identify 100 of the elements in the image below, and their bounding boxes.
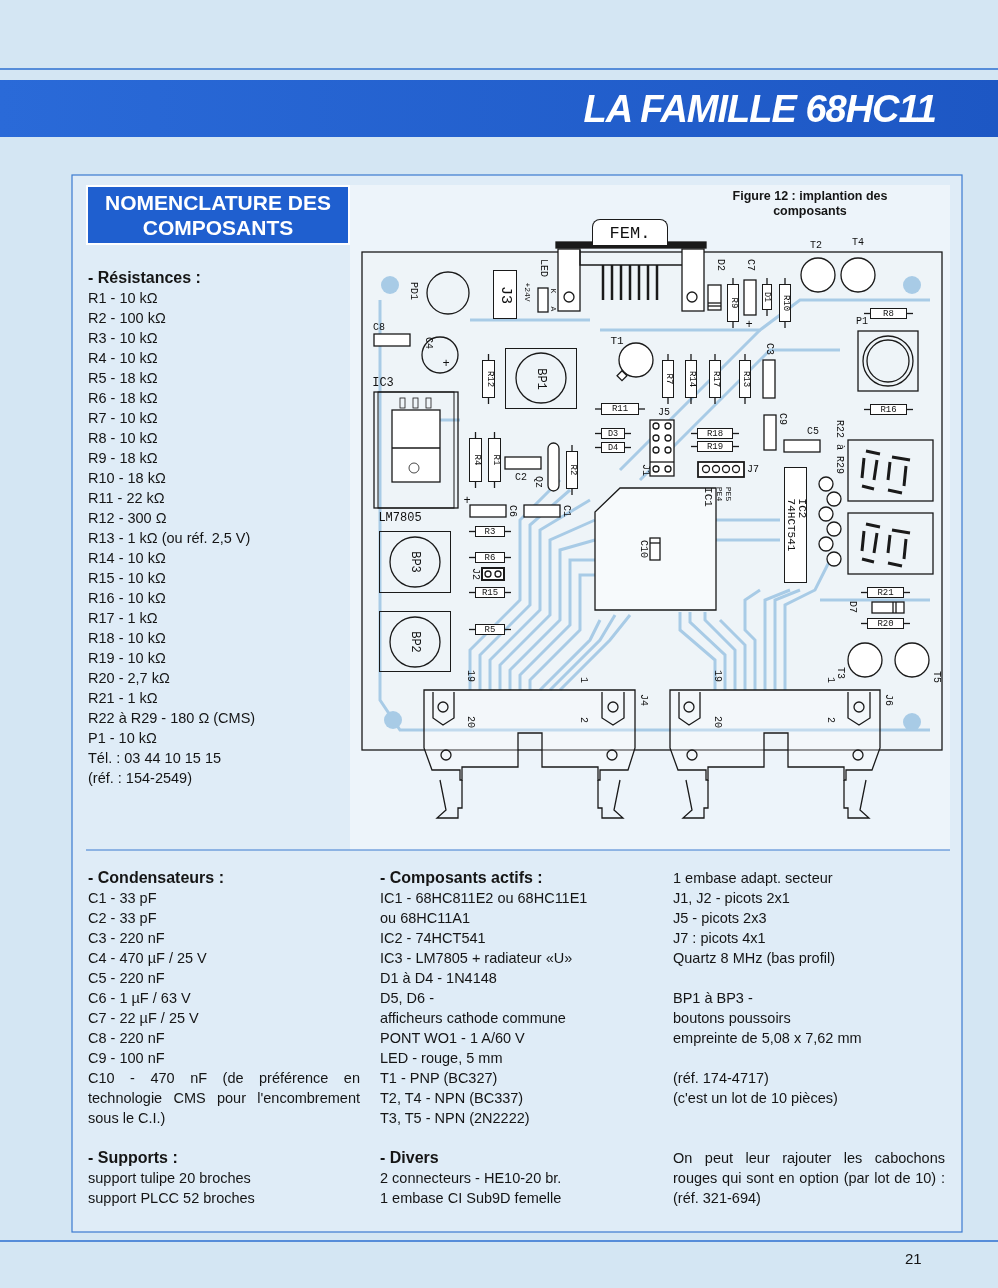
parts-list-item: R19 - 10 kΩ	[88, 649, 166, 668]
parts-list-item: P1 - 10 kΩ	[88, 729, 157, 748]
parts-list-item: R18 - 10 kΩ	[88, 629, 166, 648]
resistor-symbol: R13	[739, 360, 751, 398]
resistor-symbol: R1	[488, 438, 501, 482]
component-label: 2	[578, 717, 588, 723]
component-label: C7	[745, 259, 755, 271]
parts-list-item: R9 - 18 kΩ	[88, 449, 158, 468]
component-label: C10	[638, 540, 648, 558]
component-label: R22 à R29	[834, 420, 844, 474]
component-label: C8	[373, 323, 385, 333]
jumper-block: J3	[493, 270, 517, 319]
chip-label: 74HCT541	[784, 498, 796, 552]
parts-list-item: IC1 - 68HC811E2 ou 68HC11E1	[380, 889, 588, 908]
parts-list-item: D1 à D4 - 1N4148	[380, 969, 497, 988]
parts-list-item: support tulipe 20 broches	[88, 1169, 251, 1188]
component-label: 1	[825, 677, 835, 683]
figure-caption: Figure 12 : implantion des composants	[731, 189, 889, 219]
resistor-symbol: R6	[475, 552, 505, 563]
component-label: J6	[883, 694, 893, 706]
heading-box: NOMENCLATURE DES COMPOSANTS	[86, 185, 350, 245]
component-label: IC3	[372, 377, 394, 389]
component-label: J2	[470, 568, 480, 580]
push-button-symbol: BP3	[379, 531, 451, 593]
resistor-symbol: R10	[779, 284, 791, 322]
component-label: T3	[835, 667, 845, 679]
parts-list-item: J7 : picots 4x1	[673, 929, 766, 948]
section-heading: - Composants actifs :	[380, 868, 543, 888]
component-label: T5	[931, 671, 941, 683]
parts-list-item: C9 - 100 nF	[88, 1049, 165, 1068]
parts-list-item: T1 - PNP (BC327)	[380, 1069, 498, 1088]
parts-list-item: R8 - 10 kΩ	[88, 429, 158, 448]
parts-list-item: C4 - 470 µF / 25 V	[88, 949, 207, 968]
parts-list-item: R6 - 18 kΩ	[88, 389, 158, 408]
resistor-symbol: R15	[475, 587, 505, 598]
component-label: C5	[807, 427, 819, 437]
parts-list-item: afficheurs cathode commune	[380, 1009, 566, 1028]
parts-list-item: ou 68HC11A1	[380, 909, 471, 928]
parts-list-item: C6 - 1 µF / 63 V	[88, 989, 191, 1008]
parts-list-item: Tél. : 03 44 10 15 15	[88, 749, 221, 768]
parts-list-item: R15 - 10 kΩ	[88, 569, 166, 588]
resistor-symbol: R7	[662, 360, 674, 398]
parts-list-item: R11 - 22 kΩ	[88, 489, 165, 508]
parts-list-item: R16 - 10 kΩ	[88, 589, 166, 608]
parts-list-item: support PLCC 52 broches	[88, 1189, 255, 1208]
parts-list-item: (c'est un lot de 10 pièces)	[673, 1089, 838, 1108]
parts-list-item: R1 - 10 kΩ	[88, 289, 158, 308]
component-label: J7	[747, 465, 759, 475]
parts-list-item: C1 - 33 pF	[88, 889, 157, 908]
resistor-symbol: R4	[469, 438, 482, 482]
diode-symbol: D4	[601, 442, 625, 453]
diode-symbol: D3	[601, 428, 625, 439]
parts-list-item: J1, J2 - picots 2x1	[673, 889, 790, 908]
page-title: LA FAMILLE 68HC11	[583, 87, 936, 131]
component-label: D7	[847, 601, 857, 613]
parts-list-item: R4 - 10 kΩ	[88, 349, 158, 368]
section-heading: - Supports :	[88, 1148, 178, 1168]
resistor-symbol: R20	[867, 618, 904, 629]
parts-list-item: C7 - 22 µF / 25 V	[88, 1009, 199, 1028]
component-label: C1	[561, 505, 571, 517]
component-label: C6	[507, 505, 517, 517]
parts-list-item: empreinte de 5,08 x 7,62 mm	[673, 1029, 862, 1048]
parts-list-item: R21 - 1 kΩ	[88, 689, 158, 708]
component-label: PD1	[408, 282, 418, 300]
parts-list-item: R12 - 300 Ω	[88, 509, 167, 528]
connector-label-box: FEM.	[592, 219, 668, 245]
ic-chip	[784, 467, 807, 583]
component-label: J5	[658, 408, 670, 418]
parts-list-item: Quartz 8 MHz (bas profil)	[673, 949, 835, 968]
component-label: C2	[515, 473, 527, 483]
component-label: 20	[712, 716, 722, 728]
parts-list-item: LED - rouge, 5 mm	[380, 1049, 503, 1068]
parts-list-item: T2, T4 - NPN (BC337)	[380, 1089, 524, 1108]
push-button-symbol: BP2	[379, 611, 451, 672]
resistor-symbol: R3	[475, 526, 505, 537]
push-button-symbol: BP1	[505, 348, 577, 409]
parts-list-item: IC2 - 74HCT541	[380, 929, 486, 948]
component-label: C3	[764, 343, 774, 355]
parts-list-item: On peut leur rajouter les cabochons rouges qui sont en option (par lot de 10) : (réf. 321-694)	[673, 1149, 945, 1208]
component-label: C9	[777, 413, 787, 425]
component-label: J4	[638, 694, 648, 706]
component-label: PE5	[724, 486, 732, 502]
parts-list-item: R13 - 1 kΩ (ou réf. 2,5 V)	[88, 529, 251, 548]
parts-list-item: D5, D6 -	[380, 989, 434, 1008]
component-label: 20	[465, 716, 475, 728]
component-label: D2	[715, 259, 725, 271]
parts-list-item: boutons poussoirs	[673, 1009, 791, 1028]
parts-list-item: R17 - 1 kΩ	[88, 609, 158, 628]
component-label: K	[549, 288, 557, 294]
resistor-symbol: R14	[685, 360, 697, 398]
resistor-symbol: R2	[566, 451, 578, 489]
component-label: T2	[810, 241, 822, 251]
component-label: +	[442, 358, 450, 370]
parts-list-item: BP1 à BP3 -	[673, 989, 753, 1008]
component-label: 19	[465, 670, 475, 682]
component-label: T1	[610, 335, 624, 347]
resistor-symbol: R19	[697, 441, 733, 452]
chip-label: IC2	[795, 498, 807, 519]
resistor-symbol: R9	[727, 284, 739, 322]
parts-list-item: (réf. : 154-2549)	[88, 769, 192, 788]
